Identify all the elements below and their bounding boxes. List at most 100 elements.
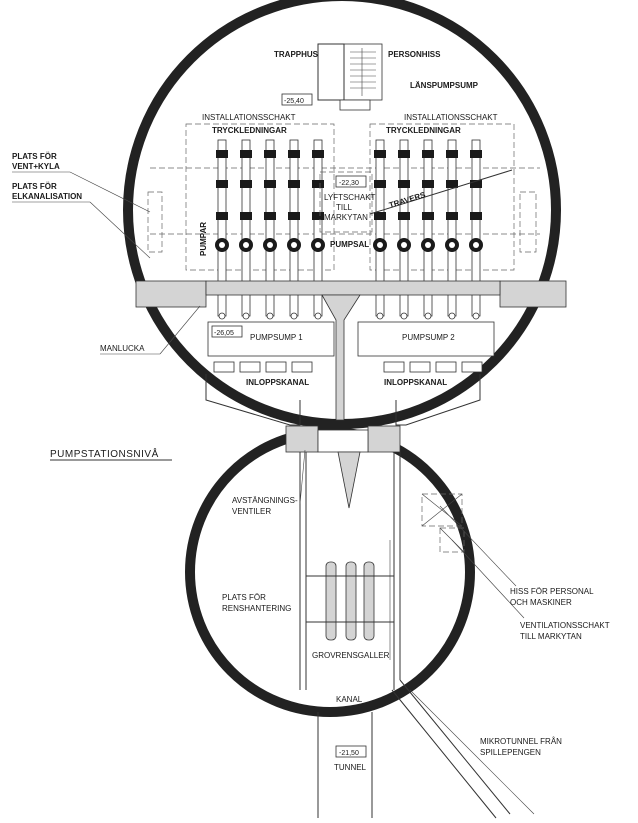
hiss-leader [439,505,517,587]
manlucka-leader [159,305,201,355]
kanal-label: KANAL [336,695,363,704]
level-pump-text: -26,05 [214,330,234,337]
valve-icon [446,212,458,220]
pumpsal-label: PUMPSAL [330,240,369,249]
inst-left-label: INSTALLATIONSSCHAKT [202,113,296,122]
manlucka-label: MANLUCKA [100,344,145,353]
pump-pipe-assembly [239,139,253,320]
level-mid-text: -22,30 [339,180,359,187]
valve-icon [312,212,324,220]
pump-pipe-assembly [421,139,435,320]
personhiss-label: PERSONHISS [388,50,441,59]
pump-pipe-assembly [445,139,459,320]
vent-kyla-label-2: VENT+KYLA [12,162,60,171]
stair-landing [339,99,371,111]
valve-icon [422,212,434,220]
lyft-label-3: MARKYTAN [324,213,368,222]
lyft-label-1: LYFTSCHAKT [324,193,376,202]
valve-icon [470,212,482,220]
pumpsump-2-box [357,321,495,357]
coarse-screens [306,561,394,641]
vent-kyla-label-1: PLATS FÖR [12,152,57,161]
pumpstationsniva-title: PUMPSTATIONSNIVÅ [50,447,159,460]
valve-icon [374,212,386,220]
level-marker-top: -25,40 [281,93,313,106]
valve-icon [398,180,410,188]
avst-label-2: VENTILER [232,507,271,516]
valve-icon [446,150,458,158]
lift-shaft: -22,30 LYFTSCHAKT TILL MARKYTAN [319,171,376,233]
level-top-text: -25,40 [284,98,304,105]
sump-cell [291,361,313,373]
avst-leader [299,449,306,505]
valve-icon [264,180,276,188]
pump-pipe-assembly [215,139,229,320]
rens-label-2: RENSHANTERING [222,604,291,613]
lower-channel-walls [299,452,401,690]
sump-cell [265,361,287,373]
valve-icon [288,180,300,188]
valve-icon [240,150,252,158]
stair-elevator-housing [317,43,383,111]
sump-cell [383,361,405,373]
travers-rail [369,169,513,215]
sump-cell [461,361,483,373]
level-marker-pump: -26,05 [211,325,243,338]
pumpsumps [207,321,495,357]
right-side-box [519,191,537,253]
pump-sump-cells [213,361,483,373]
pump-pipe-assembly [397,139,411,320]
lift-shaft-box [319,171,373,233]
trapphus-label: TRAPPHUS [274,50,319,59]
installation-shaft-left [185,123,335,271]
left-callouts: PLATS FÖR VENT+KYLA PLATS FÖR ELKANALISA… [12,152,151,259]
valve-icon [216,150,228,158]
valve-icon [288,212,300,220]
valve-icon [312,180,324,188]
vent-leader [451,539,525,619]
inlopp-right-label: INLOPPSKANAL [384,378,447,387]
sump-cell [239,361,261,373]
mikro-label-2: SPILLEPENGEN [480,748,541,757]
rens-label-1: PLATS FÖR [222,593,266,602]
microtunnel [391,679,535,819]
upper-shaft [123,0,561,429]
inlopp-left-label: INLOPPSKANAL [246,378,309,387]
stairs-steps [350,48,376,96]
inlet-channels [205,374,481,426]
tunnel [317,712,373,818]
pump-pipe-assembly [469,139,483,320]
shutoff-valves [285,425,401,509]
pump-pipe-assembly [263,139,277,320]
valve-icon [470,180,482,188]
vent-label-2: TILL MARKYTAN [520,632,582,641]
upper-shaft-wall [123,0,561,429]
mikro-label-1: MIKROTUNNEL FRÅN [480,737,562,746]
lanspumpsump-label: LÄNSPUMPSUMP [410,81,479,90]
inst-right-label: INSTALLATIONSSCHAKT [404,113,498,122]
tunnel-label: TUNNEL [334,763,367,772]
valve-icon [216,212,228,220]
pump-pipe-assembly [373,139,387,320]
elevator-box [317,43,345,101]
tryck-right-label: TRYCKLEDNINGAR [386,126,461,135]
valve-icon [312,150,324,158]
valve-icon [422,150,434,158]
tryck-left-label: TRYCKLEDNINGAR [212,126,287,135]
sump-cell [213,361,235,373]
elkanal-label-2: ELKANALISATION [12,192,82,201]
valve-icon [240,212,252,220]
pump-floor-slab [135,280,567,421]
sump-cell [409,361,431,373]
pump-pipe-assembly [287,139,301,320]
valve-icon [374,180,386,188]
grovrens-label: GROVRENSGALLER [312,651,390,660]
valve-icon [240,180,252,188]
pressure-pipes-right [373,139,483,320]
pumpar-label: PUMPAR [199,222,208,256]
vent-label-1: VENTILATIONSSCHAKT [520,621,610,630]
elevator-shaft-lower [421,493,463,527]
pump-pipe-assembly [311,139,325,320]
elkanal-label-1: PLATS FÖR [12,182,57,191]
